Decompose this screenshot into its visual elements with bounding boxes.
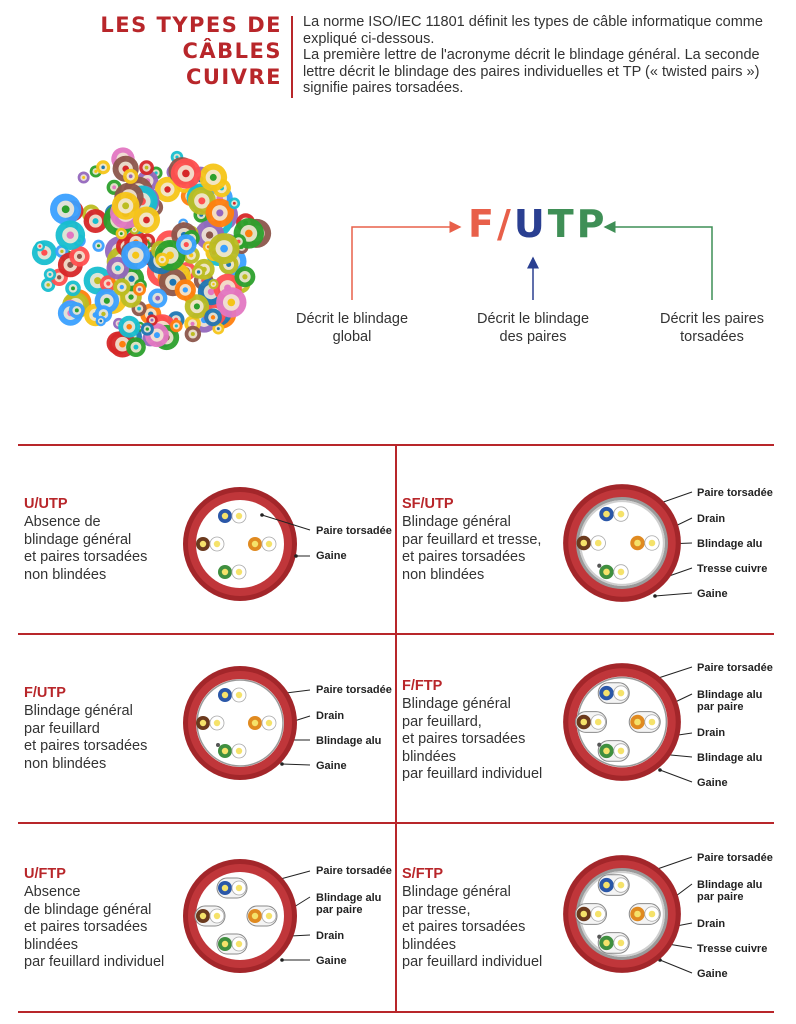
grid-line-vertical (395, 445, 397, 1013)
label-sfutp-sheath: Gaine (697, 588, 728, 600)
label-fftp-pairshield-2: par paire (697, 701, 744, 713)
label-sfutp-drain: Drain (697, 513, 726, 525)
acronym-tp: TP (547, 202, 608, 246)
cable-diagram-sftp (563, 855, 681, 973)
title-divider (291, 16, 293, 98)
label-futp-alu: Blindage alu (316, 735, 382, 747)
cable-desc-sfutp: Blindage général par feuillard et tresse… (402, 514, 542, 583)
label-uftp-pair: Paire torsadée (316, 865, 392, 877)
cable-bundle-image (31, 147, 272, 358)
title-line-2: CÂBLES CUIVRE (182, 39, 282, 89)
label-fftp-drain: Drain (697, 727, 726, 739)
cable-desc-futp: Blindage général par feuillard et paires… (24, 703, 148, 772)
intro-text: La norme ISO/IEC 11801 définit les types… (303, 14, 783, 97)
label-sfutp-alu: Blindage alu (697, 538, 763, 550)
cable-desc-sftp: Blindage général par tresse, et paires t… (402, 884, 543, 970)
label-uftp-pairshield-2: par paire (316, 904, 363, 916)
label-fftp-pair: Paire torsadée (697, 662, 773, 674)
acronym-slash: / (496, 202, 514, 246)
label-sftp-pair: Paire torsadée (697, 852, 773, 864)
label-futp-pair: Paire torsadée (316, 684, 392, 696)
acronym-u: U (513, 202, 548, 246)
arrow-global (351, 221, 462, 300)
label-uftp-drain: Drain (316, 930, 345, 942)
intro-line-1: La norme ISO/IEC 11801 définit les types… (303, 14, 763, 47)
cable-diagram-sfutp (563, 484, 681, 602)
label-twisted: Décrit les paires torsadées (660, 311, 764, 345)
arrow-twisted (603, 221, 713, 300)
cable-name-uutp: U/UTP (24, 496, 68, 512)
label-sftp-pairshield-1: Blindage alu (697, 879, 763, 891)
cable-desc-uftp: Absence de blindage général et paires to… (24, 884, 165, 970)
label-sftp-braid: Tresse cuivre (697, 943, 768, 955)
acronym-futp: F/UTP (468, 202, 608, 246)
title-line-1: LES TYPES DE (100, 13, 282, 37)
label-sfutp-pair: Paire torsadée (697, 487, 773, 499)
cable-desc-uutp: Absence de blindage général et paires to… (24, 514, 148, 583)
label-sfutp-braid: Tresse cuivre (697, 563, 768, 575)
cable-name-sftp: S/FTP (402, 866, 444, 882)
label-fftp-alu: Blindage alu (697, 752, 763, 764)
cable-name-sfutp: SF/UTP (402, 496, 454, 512)
label-sftp-sheath: Gaine (697, 968, 728, 980)
label-uftp-pairshield-1: Blindage alu (316, 892, 382, 904)
acronym-f: F (468, 202, 497, 246)
cable-name-futp: F/UTP (24, 685, 66, 701)
label-uutp-pair: Paire torsadée (316, 525, 392, 537)
page-title: LES TYPES DE CÂBLES CUIVRE (80, 12, 282, 90)
label-fftp-pairshield-1: Blindage alu (697, 689, 763, 701)
label-global: Décrit le blindage global (295, 311, 409, 345)
cable-diagram-uutp (183, 487, 297, 601)
label-sftp-drain: Drain (697, 918, 726, 930)
cable-name-fftp: F/FTP (402, 678, 443, 694)
cable-desc-fftp: Blindage général par feuillard, et paire… (402, 696, 543, 782)
sheath-uutp (183, 487, 297, 601)
label-futp-drain: Drain (316, 710, 345, 722)
label-futp-sheath: Gaine (316, 760, 347, 772)
cable-name-uftp: U/FTP (24, 866, 66, 882)
label-fftp-sheath: Gaine (697, 777, 728, 789)
label-sftp-pairshield-2: par paire (697, 891, 744, 903)
cable-diagram-futp (183, 666, 297, 780)
label-uutp-sheath: Gaine (316, 550, 347, 562)
label-uftp-sheath: Gaine (316, 955, 347, 967)
intro-line-2: La première lettre de l'acronyme décrit … (303, 47, 760, 96)
acronym-arrows (351, 221, 713, 300)
cable-diagram-uftp (183, 859, 297, 973)
cable-diagram-fftp (563, 663, 681, 781)
label-pairs: Décrit le blindage des paires (476, 311, 590, 345)
